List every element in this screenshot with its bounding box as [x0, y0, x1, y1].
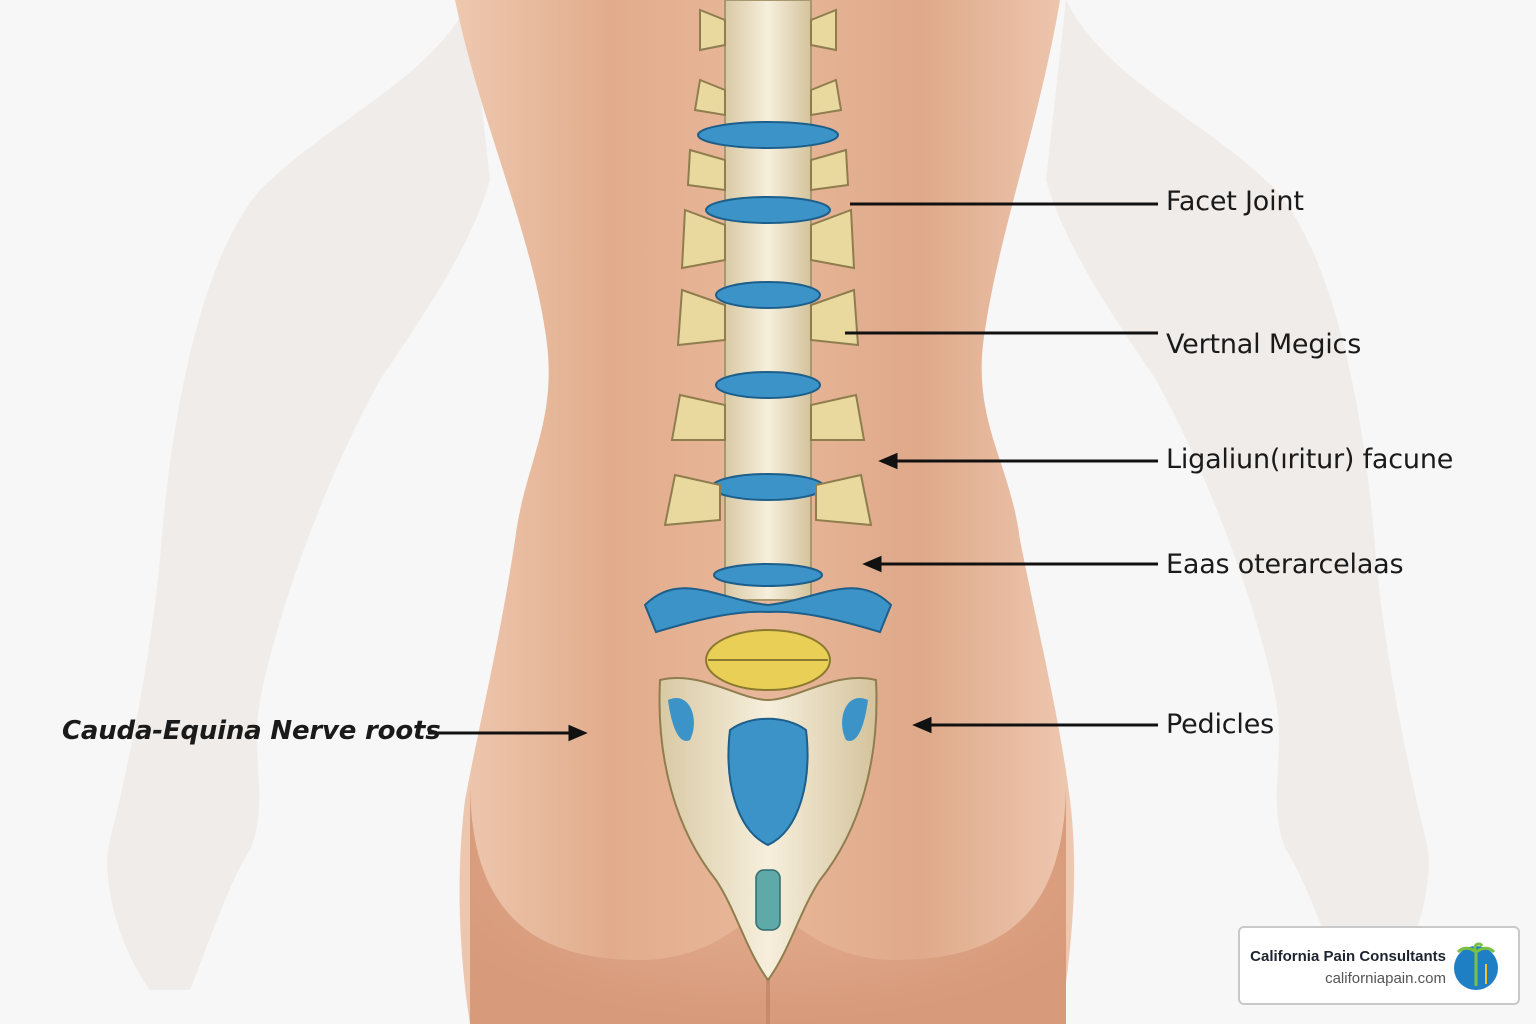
brand-card[interactable]: California Pain Consultants californiapa…: [1238, 926, 1520, 1005]
spine-column: [643, 0, 893, 982]
leader-lines: [428, 202, 1158, 742]
label-vertnal-megics: Vertnal Megics: [1166, 329, 1362, 360]
label-eaas: Eaas oterarcelaas: [1166, 549, 1404, 580]
label-cauda-equina: Cauda-Equina Nerve roots: [62, 716, 441, 746]
brand-name: California Pain Consultants: [1250, 948, 1446, 965]
label-facet-joint: Facet Joint: [1166, 186, 1304, 217]
arms-silhouette: [107, 0, 1429, 990]
label-ligaliun: Ligaliun(ıritur) facune: [1166, 444, 1454, 475]
label-pedicles: Pedicles: [1166, 709, 1274, 740]
palm-globe-logo-icon: [1454, 942, 1498, 990]
brand-url[interactable]: californiapain.com: [1325, 970, 1446, 987]
